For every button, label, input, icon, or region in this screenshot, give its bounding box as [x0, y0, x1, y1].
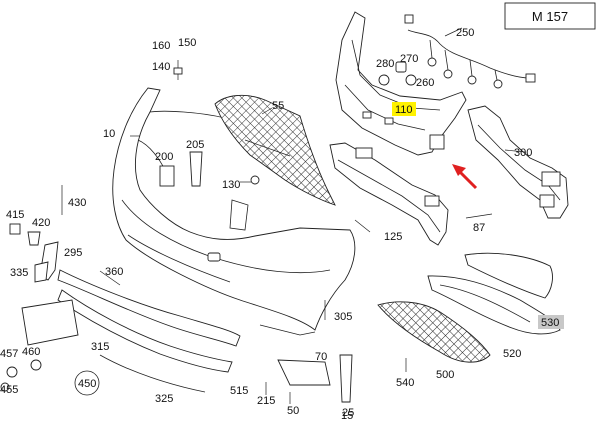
part-label-50: 50	[287, 405, 299, 417]
part-label-160: 160	[152, 40, 170, 52]
part-label-415: 415	[6, 209, 24, 221]
part-label-420: 420	[32, 217, 50, 229]
part-label-205: 205	[186, 139, 204, 151]
part-label-450: 450	[78, 378, 96, 390]
part-label-325: 325	[155, 393, 173, 405]
part-label-110: 110	[395, 104, 413, 116]
part-label-457: 457	[0, 348, 18, 360]
part-label-270: 270	[400, 53, 418, 65]
part-530-highlight	[538, 315, 564, 329]
bolt-140	[173, 60, 183, 80]
part-label-15: 15	[341, 410, 353, 422]
part-label-200: 200	[155, 151, 173, 163]
nut-455	[0, 382, 10, 392]
lower-grille-mesh	[377, 301, 491, 363]
part-label-515: 515	[230, 385, 248, 397]
part-label-305: 305	[334, 311, 352, 323]
lower-bracket	[329, 142, 449, 246]
part-110-highlight	[392, 102, 416, 116]
label-circle-450	[74, 370, 100, 396]
lower-grille-frame	[427, 275, 561, 335]
clip-415	[9, 223, 21, 235]
crossmember-frame	[335, 11, 467, 156]
trim-335	[34, 261, 49, 283]
part-label-25: 25	[342, 407, 354, 419]
bracket-70	[277, 359, 331, 386]
part-label-530: 530	[541, 317, 559, 329]
part-label-460: 460	[22, 346, 40, 358]
side-trim-530	[464, 252, 553, 299]
sensor-holder	[395, 61, 407, 73]
sensor	[405, 74, 417, 86]
model-code-label: M 157	[532, 9, 568, 24]
part-label-140: 140	[152, 61, 170, 73]
part-label-10: 10	[103, 128, 115, 140]
spoiler-lip-315	[57, 289, 233, 373]
screw-460	[30, 359, 42, 371]
wiring-harness	[404, 14, 536, 89]
plate-bracket	[21, 299, 79, 346]
part-label-335: 335	[10, 267, 28, 279]
chrome-strip-325	[99, 354, 206, 393]
side-reinforcement	[467, 105, 569, 219]
sensor-ring	[378, 74, 390, 86]
bumper-cover	[112, 87, 356, 336]
clip-130	[240, 175, 260, 185]
part-label-315: 315	[91, 341, 109, 353]
washer-457	[6, 366, 18, 378]
model-code-box: M 157	[504, 2, 596, 30]
part-label-360: 360	[105, 266, 123, 278]
part-label-250: 250	[456, 27, 474, 39]
mount-bracket	[189, 151, 203, 187]
bracket-25	[339, 354, 353, 403]
part-label-150: 150	[178, 37, 196, 49]
part-label-125: 125	[384, 231, 402, 243]
part-label-130: 130	[222, 179, 240, 191]
part-label-280: 280	[376, 58, 394, 70]
part-label-295: 295	[64, 247, 82, 259]
clip-420	[27, 231, 41, 246]
part-label-300: 300	[514, 147, 532, 159]
upper-grille-mesh	[214, 94, 336, 206]
part-label-87: 87	[473, 222, 485, 234]
screw-87	[465, 213, 493, 219]
part-label-520: 520	[503, 348, 521, 360]
part-label-500: 500	[436, 369, 454, 381]
part-label-260: 260	[416, 77, 434, 89]
part-label-540: 540	[396, 377, 414, 389]
lower-trim-360	[57, 269, 241, 347]
part-label-215: 215	[257, 395, 275, 407]
pointer-arrow	[452, 164, 478, 190]
part-label-70: 70	[315, 351, 327, 363]
part-label-430: 430	[68, 197, 86, 209]
part-label-455: 455	[0, 384, 18, 396]
leader-lines	[99, 27, 526, 286]
part-label-55: 55	[272, 100, 284, 112]
part-labels: 10 15 25 50 55 70 87 110 125 130 140 150…	[0, 27, 559, 422]
mount-block	[159, 165, 175, 187]
